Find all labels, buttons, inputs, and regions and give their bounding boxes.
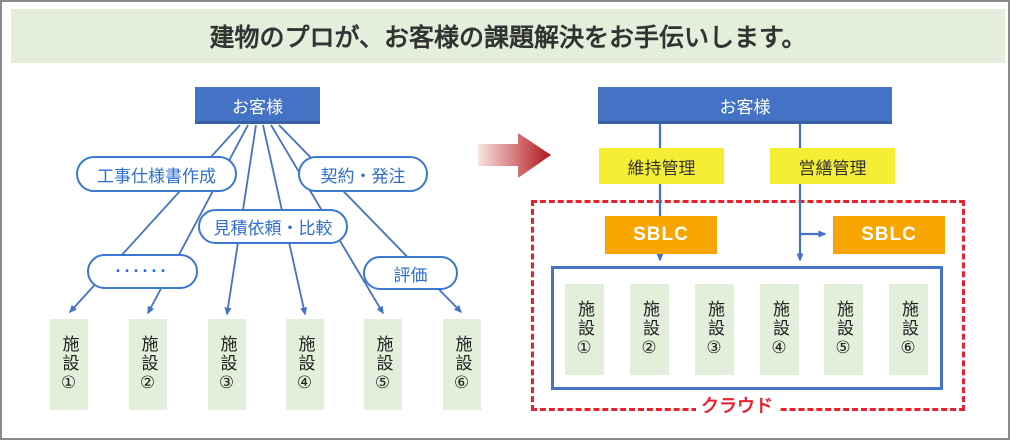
facilities-frame <box>551 266 943 390</box>
task-bubble-spec: 工事仕様書作成 <box>76 156 237 192</box>
task-bubble-spec-label: 工事仕様書作成 <box>97 166 216 186</box>
repair-label: 営繕管理 <box>798 158 867 178</box>
facility-label: 施設④ <box>295 334 315 395</box>
task-bubble-dots-label: ······ <box>115 261 170 281</box>
before-customer-box: お客様 <box>195 87 320 124</box>
facility-label: 施設① <box>575 299 594 360</box>
sblc-right-label: SBLC <box>861 224 917 245</box>
facility-label: 施設④ <box>770 299 789 360</box>
maintenance-box: 維持管理 <box>599 148 724 184</box>
after-facility-box-1: 施設① <box>565 284 604 375</box>
facility-label: 施設② <box>640 299 659 360</box>
header-band: 建物のプロが、お客様の課題解決をお手伝いします。 <box>11 9 1005 63</box>
task-bubble-dots: ······ <box>87 254 198 289</box>
facility-label: 施設⑥ <box>452 334 472 395</box>
facility-label: 施設② <box>138 334 158 395</box>
page-title: 建物のプロが、お客様の課題解決をお手伝いします。 <box>209 24 807 52</box>
task-bubble-contract: 契約・発注 <box>298 156 428 192</box>
before-facility-box-6: 施設⑥ <box>443 319 481 410</box>
before-facility-box-5: 施設⑤ <box>364 319 402 410</box>
cloud-label: クラウド <box>696 392 778 418</box>
facility-label: 施設③ <box>217 334 237 395</box>
facility-label: 施設⑤ <box>373 334 393 395</box>
after-facility-box-3: 施設③ <box>695 284 734 375</box>
before-customer-label: お客様 <box>232 98 283 117</box>
sblc-box-left: SBLC <box>605 216 717 254</box>
facility-label: 施設⑤ <box>834 299 853 360</box>
after-facility-box-6: 施設⑥ <box>889 284 928 375</box>
before-facility-box-1: 施設① <box>50 319 88 410</box>
after-facility-box-2: 施設② <box>630 284 669 375</box>
facility-label: 施設① <box>59 334 79 395</box>
facility-label: 施設⑥ <box>899 299 918 360</box>
task-bubble-evaluation-label: 評価 <box>393 265 428 285</box>
maintenance-label: 維持管理 <box>627 158 696 178</box>
after-facility-box-5: 施設⑤ <box>824 284 863 375</box>
task-bubble-evaluation: 評価 <box>363 256 458 290</box>
before-facility-box-4: 施設④ <box>286 319 324 410</box>
sblc-left-label: SBLC <box>633 224 689 245</box>
after-customer-label: お客様 <box>719 98 771 117</box>
after-facility-box-4: 施設④ <box>760 284 799 375</box>
repair-box: 営繕管理 <box>770 148 895 184</box>
task-bubble-contract-label: 契約・発注 <box>320 166 406 186</box>
after-customer-box: お客様 <box>598 87 892 124</box>
before-facility-box-2: 施設② <box>129 319 167 410</box>
task-bubble-estimate: 見積依頼・比較 <box>198 209 348 244</box>
task-bubble-estimate-label: 見積依頼・比較 <box>213 219 333 238</box>
facility-label: 施設③ <box>705 299 724 360</box>
transformation-arrow-icon <box>478 133 551 178</box>
sblc-box-right: SBLC <box>833 216 945 254</box>
before-facility-box-3: 施設③ <box>208 319 246 410</box>
